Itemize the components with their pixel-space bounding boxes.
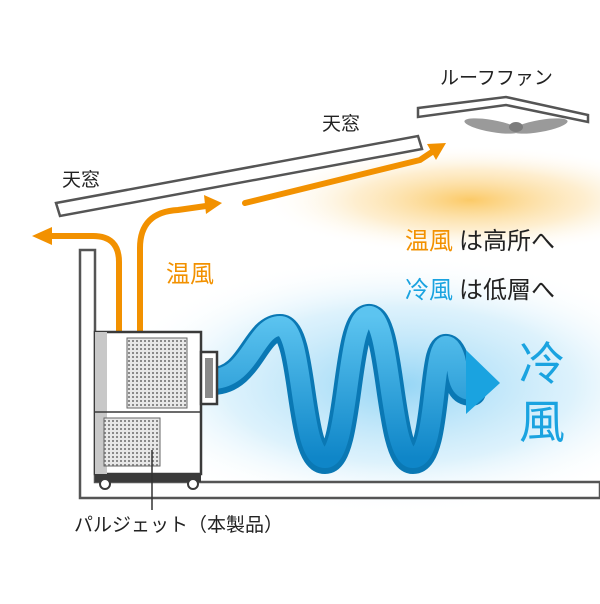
cool-air-vertical-char-2: 風: [519, 395, 565, 449]
skylight-panel: [54, 134, 424, 218]
roof-fan-cap: [416, 95, 590, 124]
product-label: パルジェット（本製品）: [74, 514, 283, 536]
product-unit: [93, 330, 219, 490]
roof-fan-blades: [464, 118, 568, 134]
cool-arrowhead: [466, 350, 500, 414]
warm-air-glow: [260, 145, 600, 255]
caster-left: [99, 478, 111, 490]
lower-grille: [103, 417, 161, 467]
building-wall-floor: [78, 248, 600, 500]
warm-legend: 温風は高所へ: [405, 227, 555, 255]
roof-fan-label: ルーフファン: [440, 67, 553, 89]
caster-right: [187, 478, 199, 490]
warm-air-arrows: [49, 149, 435, 339]
warm-legend-rest: は高所へ: [459, 227, 555, 255]
cool-legend-rest: は低層へ: [459, 276, 555, 304]
cool-legend-keyword: 冷風: [405, 276, 453, 304]
skylight-left-label: 天窓: [62, 169, 100, 191]
warm-legend-keyword: 温風: [405, 227, 453, 255]
cool-air-vertical-char-1: 冷: [519, 337, 565, 391]
upper-grille: [126, 337, 188, 409]
warm-air-label: 温風: [166, 260, 214, 288]
cool-air-ribbon: [198, 304, 500, 475]
cool-legend: 冷風は低層へ: [405, 276, 555, 304]
warm-arrowheads: [32, 143, 446, 245]
skylight-right-label: 天窓: [322, 113, 360, 135]
